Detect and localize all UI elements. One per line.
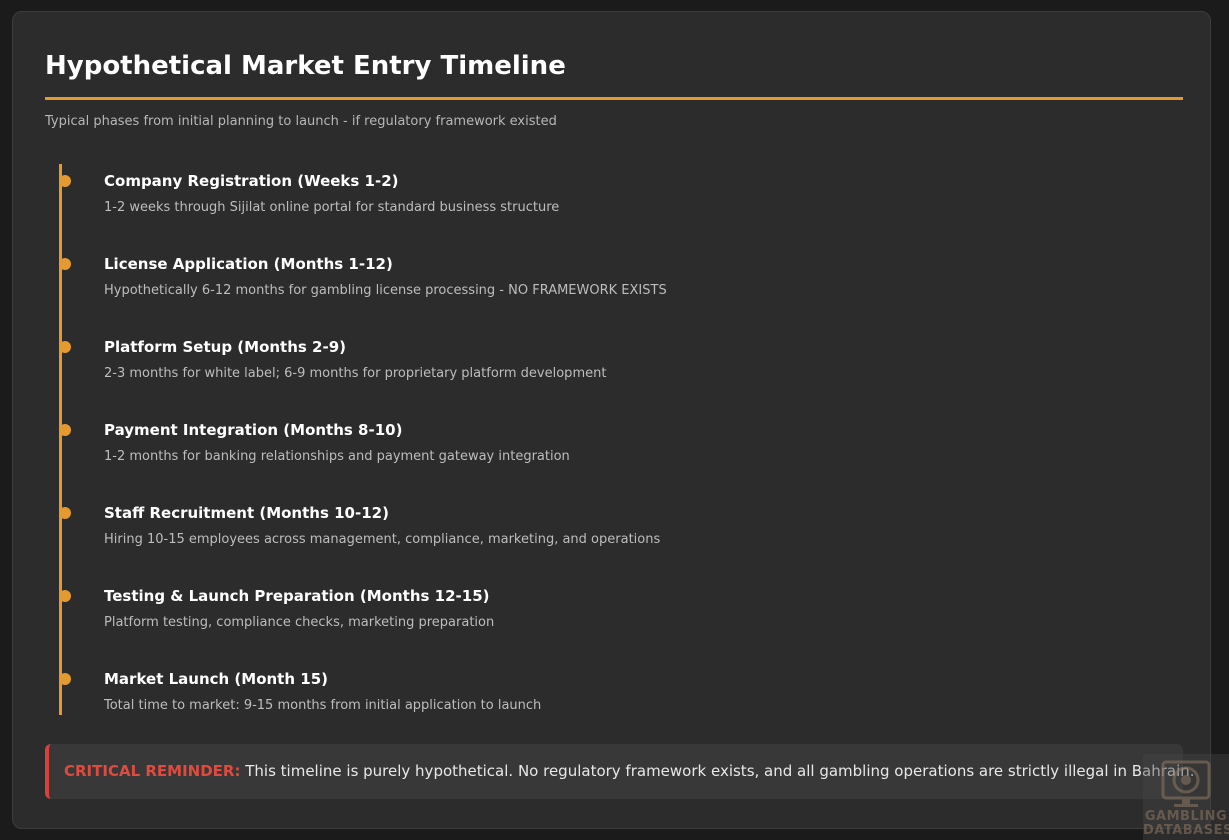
watermark-text-line1: GAMBLING — [1144, 809, 1228, 824]
timeline-dot — [59, 341, 71, 353]
timeline-card: Hypothetical Market Entry Timeline Typic… — [12, 11, 1211, 829]
phase-description: Hypothetically 6-12 months for gambling … — [104, 283, 667, 298]
phase-title: Staff Recruitment (Months 10-12) — [104, 504, 389, 522]
timeline-line — [59, 164, 62, 715]
timeline-item: Testing & Launch Preparation (Months 12-… — [13, 581, 1203, 651]
critical-reminder-callout: CRITICAL REMINDER: This timeline is pure… — [45, 744, 1195, 799]
timeline-dot — [59, 507, 71, 519]
timeline-dot — [59, 590, 71, 602]
timeline-item: Staff Recruitment (Months 10-12) Hiring … — [13, 498, 1203, 568]
timeline-item: Payment Integration (Months 8-10) 1-2 mo… — [13, 415, 1203, 485]
phase-description: 1-2 weeks through Sijilat online portal … — [104, 200, 560, 215]
timeline-dot — [59, 424, 71, 436]
watermark-text-line2: DATABASES — [1143, 823, 1229, 838]
phase-title: Company Registration (Weeks 1-2) — [104, 172, 399, 190]
watermark-logo: GAMBLING DATABASES — [1143, 754, 1229, 840]
page-title: Hypothetical Market Entry Timeline — [45, 51, 566, 81]
phase-title: License Application (Months 1-12) — [104, 255, 393, 273]
phase-description: Platform testing, compliance checks, mar… — [104, 615, 495, 630]
phase-description: 1-2 months for banking relationships and… — [104, 449, 570, 464]
casino-chip-monitor-icon — [1161, 760, 1211, 807]
phase-title: Platform Setup (Months 2-9) — [104, 338, 347, 356]
phase-description: Total time to market: 9-15 months from i… — [104, 698, 542, 713]
timeline-item: Market Launch (Month 15) Total time to m… — [13, 664, 1203, 734]
title-underline — [45, 97, 1183, 100]
timeline-dot — [59, 175, 71, 187]
reminder-label: CRITICAL REMINDER: — [64, 762, 241, 780]
timeline-item: License Application (Months 1-12) Hypoth… — [13, 249, 1203, 319]
timeline-dot — [59, 673, 71, 685]
phase-title: Market Launch (Month 15) — [104, 670, 328, 688]
phase-title: Payment Integration (Months 8-10) — [104, 421, 403, 439]
phase-description: Hiring 10-15 employees across management… — [104, 532, 661, 547]
page-subtitle: Typical phases from initial planning to … — [45, 114, 557, 129]
phase-description: 2-3 months for white label; 6-9 months f… — [104, 366, 607, 381]
timeline-dot — [59, 258, 71, 270]
timeline-item: Company Registration (Weeks 1-2) 1-2 wee… — [13, 166, 1203, 236]
timeline-item: Platform Setup (Months 2-9) 2-3 months f… — [13, 332, 1203, 402]
reminder-text: This timeline is purely hypothetical. No… — [245, 762, 1195, 780]
phase-title: Testing & Launch Preparation (Months 12-… — [104, 587, 490, 605]
